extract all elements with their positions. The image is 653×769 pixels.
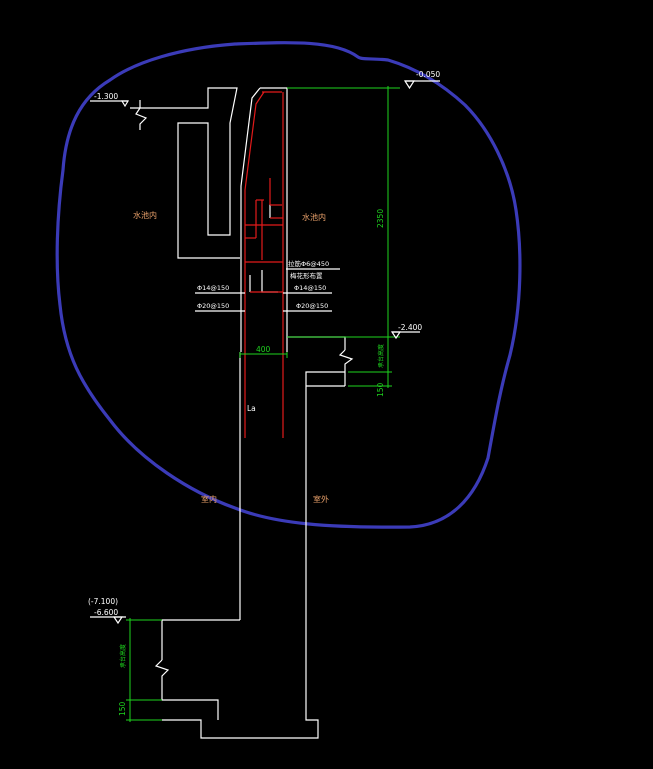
dim-height-step: 150 <box>376 382 385 397</box>
region-water-left: 水池内 <box>133 210 157 220</box>
rebar-left-upper: Φ14@150 <box>197 284 229 292</box>
level-markers <box>90 80 440 625</box>
revision-cloud <box>55 41 522 529</box>
dim-note-right: 承台高度 <box>377 344 385 368</box>
level-top-right: -0.050 <box>416 70 440 79</box>
region-indoor: 室内 <box>201 494 217 504</box>
rebar-tie-note: 梅花形布置 <box>290 271 323 280</box>
rebar-tie-label: 拉筋Φ6@450 <box>288 259 329 268</box>
level-mid-right: -2.400 <box>398 323 422 332</box>
rebar-leaders <box>195 268 340 312</box>
region-water-right: 水池内 <box>302 212 326 222</box>
dim-height-bottom-step: 150 <box>118 701 127 716</box>
dim-height-main: 2350 <box>376 209 385 228</box>
region-outdoor: 室外 <box>313 494 329 504</box>
dim-wall-thickness: 400 <box>256 345 271 354</box>
dimension-lines <box>126 86 400 722</box>
level-top-left: -1.300 <box>94 92 118 101</box>
rebar-right-lower: Φ20@150 <box>296 302 328 310</box>
level-bottom: -6.600 <box>94 608 118 617</box>
structure-outline <box>130 87 354 739</box>
dim-note-bottom: 承台高度 <box>119 644 127 668</box>
lap-length-label: La <box>247 404 256 413</box>
rebar-right-upper: Φ14@150 <box>294 284 326 292</box>
rebar-left-lower: Φ20@150 <box>197 302 229 310</box>
rebar-lines <box>244 91 284 438</box>
level-bottom-alt: (-7.100) <box>88 597 118 606</box>
